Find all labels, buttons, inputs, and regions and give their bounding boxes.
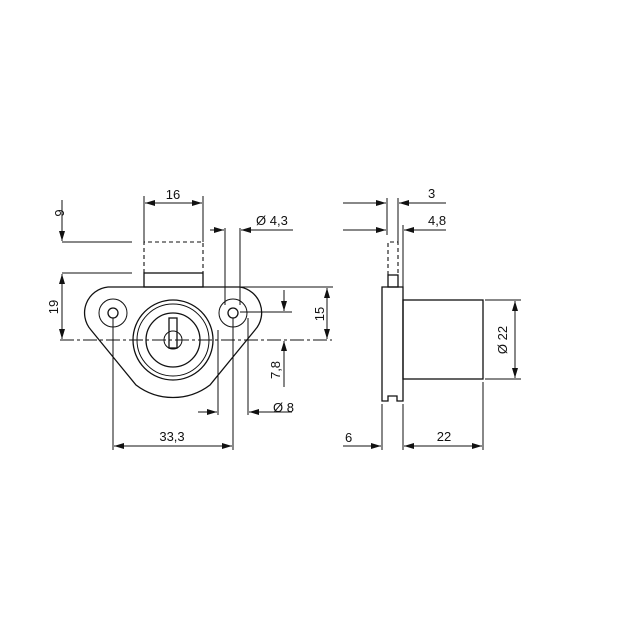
mounting-plate-outline (83, 286, 263, 399)
bolt-side (387, 274, 399, 288)
dim-ring-diameter: Ø 8 (273, 400, 294, 415)
dim-22: 22 (437, 429, 451, 444)
dim-33-3: 33,3 (159, 429, 184, 444)
bolt-extended-dashed-side (387, 241, 399, 275)
bolt (143, 272, 204, 288)
plate-side (381, 286, 404, 402)
dim-4-8: 4,8 (428, 213, 446, 228)
side-view: 3 4,8 Ø 22 6 22 (343, 186, 521, 450)
dim-16: 16 (166, 187, 180, 202)
dim-hole-diameter: Ø 4,3 (256, 213, 288, 228)
dim-6: 6 (345, 430, 352, 445)
bolt-extended-dashed (143, 241, 204, 273)
right-hole (227, 307, 239, 319)
dim-15: 15 (312, 307, 327, 321)
left-hole (107, 307, 119, 319)
front-view: 16 9 19 Ø 4,3 Ø 8 15 7,8 33,3 (46, 187, 333, 450)
dim-19: 19 (46, 300, 61, 314)
dim-body-diameter: Ø 22 (495, 326, 510, 354)
dim-9: 9 (52, 209, 67, 216)
cylinder-body-side (402, 299, 484, 380)
dim-3: 3 (428, 186, 435, 201)
key-slot (168, 317, 178, 349)
dim-7-8: 7,8 (268, 361, 283, 379)
